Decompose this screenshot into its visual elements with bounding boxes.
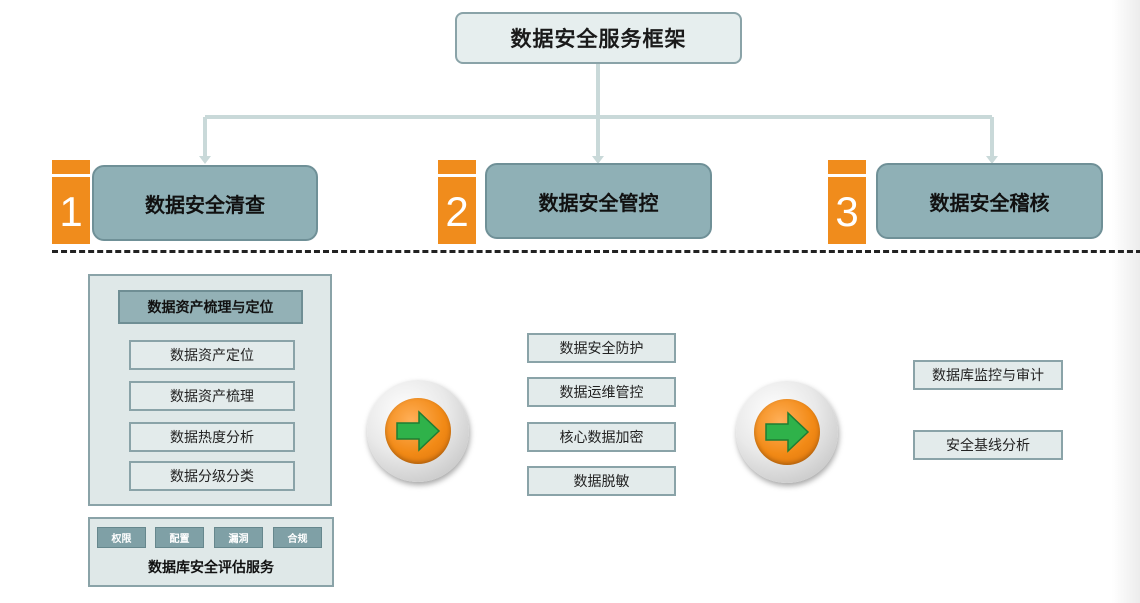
category-number-1: 1 [52,160,90,244]
assessment-tag-config: 配置 [155,527,204,548]
category-box-clearance: 数据安全清查 [92,165,318,241]
assessment-tag-compliance: 合规 [273,527,322,548]
assessment-tag-vulnerability: 漏洞 [214,527,263,548]
category-box-inspection: 数据安全稽核 [876,163,1103,239]
assessment-label: 数据库安全评估服务 [148,560,274,576]
control-item-masking: 数据脱敏 [527,466,676,496]
assessment-tag-permission: 权限 [97,527,146,548]
control-item-encryption: 核心数据加密 [527,422,676,452]
framework-title: 数据安全服务框架 [455,12,742,64]
category-number-3: 3 [828,160,866,244]
audit-item-classification: 数据分级分类 [129,461,295,491]
category-box-control: 数据安全管控 [485,163,712,239]
audit-panel-title: 数据资产梳理与定位 [118,290,303,324]
audit-item-heat-analysis: 数据热度分析 [129,422,295,452]
section-divider [52,250,1140,253]
page-edge-shadow [1112,0,1140,603]
right-arrow-glyph [765,411,810,453]
connector-lines [199,64,998,164]
right-arrow-icon [367,380,469,482]
inspection-item-baseline: 安全基线分析 [913,430,1063,460]
control-item-ops-control: 数据运维管控 [527,377,676,407]
audit-item-asset-sorting: 数据资产梳理 [129,381,295,411]
inspection-item-monitoring: 数据库监控与审计 [913,360,1063,390]
right-arrow-icon [736,381,838,483]
category-number-2: 2 [438,160,476,244]
audit-item-asset-location: 数据资产定位 [129,340,295,370]
control-item-protection: 数据安全防护 [527,333,676,363]
right-arrow-glyph [396,410,441,452]
